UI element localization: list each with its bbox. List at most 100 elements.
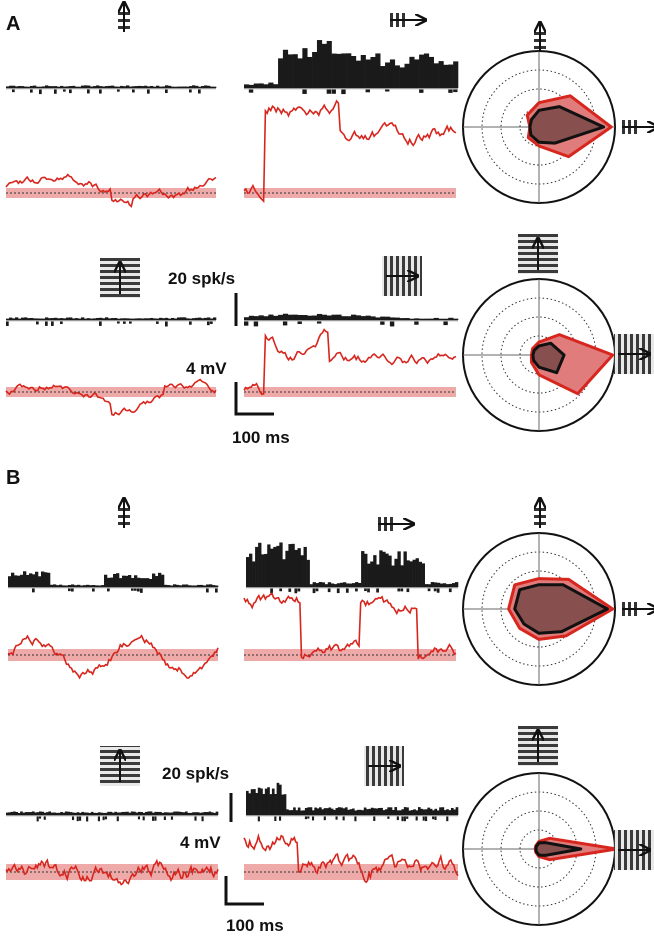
psth-a-vertical-grating-bar — [51, 318, 55, 320]
psth-a-horizontal-grating-dip — [244, 321, 249, 326]
psth-b-vertical-motion-bar — [119, 578, 123, 587]
psth-b-vertical-grating-bar — [152, 812, 155, 815]
psth-a-vertical-grating-bar — [168, 318, 172, 320]
psth-b-vertical-grating-bar — [149, 811, 153, 815]
psth-a-vertical-grating-bar — [69, 317, 73, 320]
psth-b-vertical-motion-bar — [68, 584, 72, 587]
psth-b-horizontal-grating-bar — [304, 807, 308, 815]
psth-b-horizontal-grating-dip — [396, 816, 399, 821]
up-arrow-icon — [118, 498, 130, 528]
psth-b-vertical-motion-dip — [32, 588, 35, 593]
psth-b-horizontal-motion-dip — [279, 588, 283, 592]
psth-a-vertical-motion-bar — [93, 86, 97, 88]
psth-a-horizontal-motion-bar — [365, 59, 371, 88]
psth-a-horizontal-grating-bar — [360, 316, 366, 320]
psth-b-horizontal-grating-bar — [323, 808, 327, 815]
psth-b-horizontal-grating-dip — [401, 816, 404, 822]
psth-b-vertical-motion-bar — [200, 584, 204, 587]
psth-a-vertical-grating-bar — [33, 318, 37, 320]
psth-b-horizontal-motion — [246, 542, 459, 594]
psth-b-horizontal-grating-bar — [382, 810, 386, 815]
psth-a-vertical-motion-bar — [30, 85, 34, 88]
psth-b-horizontal-motion-bar — [303, 546, 307, 587]
psth-a-vertical-motion-bar — [51, 86, 55, 88]
psth-a-horizontal-grating-bar — [248, 315, 255, 320]
psth-b-horizontal-grating-bar — [373, 808, 376, 815]
psth-a-vertical-grating-bar — [198, 317, 202, 320]
psth-b-vertical-motion-bar — [14, 575, 18, 587]
scale-rate-label-b: 20 spk/s — [162, 764, 229, 783]
psth-b-vertical-motion-bar — [104, 574, 108, 587]
psth-a-horizontal-motion-bar — [341, 53, 347, 88]
psth-a-horizontal-grating-dip — [380, 321, 385, 325]
psth-b-horizontal-grating-bar — [307, 807, 310, 815]
horizontal-grating-icon — [100, 746, 140, 786]
psth-a-vertical-motion-bar — [138, 85, 142, 88]
psth-b-vertical-motion-bar — [95, 585, 99, 587]
psth-b-vertical-motion-bar — [62, 585, 66, 587]
psth-b-horizontal-grating-bar — [384, 809, 388, 815]
psth-b-vertical-motion-bar — [197, 584, 201, 587]
psth-a-horizontal-motion-bar — [292, 54, 298, 88]
psth-b-horizontal-motion-bar — [442, 583, 447, 587]
psth-a-vertical-motion-bar — [168, 85, 172, 88]
psth-b-horizontal-motion-bar — [379, 550, 383, 587]
up-arrow-icon — [534, 22, 546, 52]
psth-a-horizontal-motion-bar — [273, 84, 279, 88]
psth-a-vertical-grating-bar — [123, 318, 127, 320]
psth-b-horizontal-grating-bar — [366, 809, 369, 815]
psth-b-horizontal-grating-dip — [403, 816, 406, 822]
up-arrow-icon — [534, 498, 546, 528]
psth-a-horizontal-motion-bar — [351, 56, 357, 88]
psth-a-vertical-grating-dip — [51, 321, 54, 326]
psth-b-vertical-motion-bar — [146, 578, 150, 587]
psth-b-vertical-grating-bar — [55, 812, 59, 815]
psth-b-horizontal-motion-dip — [288, 588, 292, 592]
psth-b-horizontal-grating-bar — [410, 810, 414, 815]
psth-b-horizontal-grating-bar — [297, 807, 301, 815]
psth-a-vertical-motion-bar — [213, 86, 217, 88]
polar-b-grating-spike-polygon — [534, 841, 583, 857]
psth-a-vertical-motion-bar — [201, 86, 205, 88]
psth-a-horizontal-motion-dip — [331, 89, 336, 94]
psth-a-vertical-grating-bar — [204, 317, 208, 320]
psth-a-horizontal-motion-dip — [419, 89, 424, 93]
polar-plots-layer — [462, 50, 618, 926]
psth-b-horizontal-grating-bar — [354, 810, 358, 815]
psth-b-horizontal-motion-bar — [336, 583, 341, 587]
psth-b-vertical-grating-bar — [201, 812, 205, 815]
psth-b-horizontal-grating-bar — [293, 807, 296, 815]
psth-a-vertical-motion-bar — [156, 85, 160, 88]
psth-b-vertical-motion-bar — [137, 577, 141, 587]
psth-b-horizontal-grating-bar — [425, 809, 428, 815]
psth-a-vertical-grating-bar — [81, 317, 85, 320]
psth-a-horizontal-motion-bar — [404, 63, 410, 88]
psth-a-horizontal-grating-bar — [380, 316, 386, 320]
psth-a-vertical-motion-bar — [189, 86, 193, 88]
psth-a-vertical-grating-bar — [180, 317, 184, 320]
psth-a-vertical-motion-bar — [12, 85, 16, 88]
psth-b-horizontal-motion-bar — [249, 553, 253, 587]
psth-b-vertical-motion-bar — [32, 574, 36, 587]
psth-b-vertical-grating-dip — [76, 816, 79, 822]
psth-b-vertical-motion-bar — [53, 584, 57, 587]
psth-b-vertical-grating-bar — [199, 812, 202, 815]
psth-b-vertical-motion-bar — [185, 584, 189, 587]
psth-b-horizontal-grating-bar — [274, 793, 277, 815]
psth-a-vertical-motion-bar — [45, 85, 49, 88]
psth-b-vertical-motion-bar — [152, 573, 156, 587]
psth-b-horizontal-motion-bar — [288, 544, 292, 587]
vm-b-horizontal-motion — [243, 592, 457, 661]
psth-a-vertical-motion-dip — [132, 89, 135, 93]
psth-b-vertical-motion-bar — [113, 573, 117, 587]
psth-a-horizontal-motion-bar — [302, 48, 308, 88]
psth-b-vertical-motion-bar — [26, 574, 30, 587]
horizontal-grating-icon — [518, 726, 558, 766]
psth-a-vertical-motion-bar — [183, 86, 187, 88]
psth-a-horizontal-motion-bar — [253, 83, 259, 88]
psth-a-vertical-grating-bar — [183, 317, 187, 320]
psth-b-horizontal-motion-dip — [355, 588, 358, 592]
psth-b-vertical-motion-bar — [29, 573, 33, 587]
psth-b-vertical-grating-bar — [182, 812, 186, 815]
psth-b-horizontal-motion-bar — [255, 546, 259, 587]
